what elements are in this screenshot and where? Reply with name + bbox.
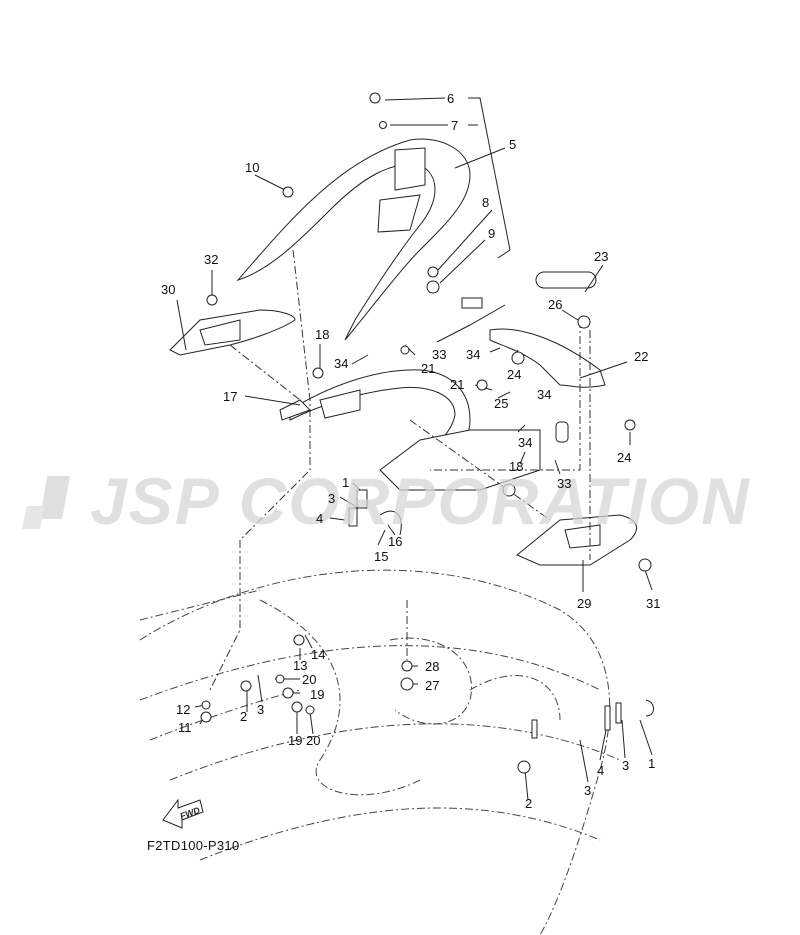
callout-32: 32 xyxy=(204,252,219,267)
callout-7: 7 xyxy=(451,118,459,133)
callout-28: 28 xyxy=(425,659,440,674)
fwd-arrow-icon xyxy=(162,798,204,829)
callout-33: 33 xyxy=(557,476,572,491)
callout-6: 6 xyxy=(447,91,455,106)
callout-22: 22 xyxy=(634,349,649,364)
callout-3: 3 xyxy=(584,783,592,798)
callout-16: 16 xyxy=(388,534,403,549)
callout-20: 20 xyxy=(306,733,321,748)
callout-33: 33 xyxy=(432,347,447,362)
callout-21: 21 xyxy=(421,361,436,376)
jsp-logo-icon xyxy=(22,476,70,529)
watermark: JSP CORPORATION xyxy=(90,464,751,538)
callout-13: 13 xyxy=(293,658,308,673)
callout-1: 1 xyxy=(342,475,350,490)
callout-14: 14 xyxy=(311,647,326,662)
part-22-right-cover xyxy=(489,328,606,388)
callout-4: 4 xyxy=(597,763,605,778)
callout-11: 11 xyxy=(178,720,192,735)
callout-34: 34 xyxy=(466,347,481,362)
callout-1: 1 xyxy=(648,756,656,771)
callout-23: 23 xyxy=(594,249,609,264)
callout-3: 3 xyxy=(622,758,630,773)
callout-2: 2 xyxy=(525,796,533,811)
leader-lines xyxy=(209,249,591,691)
drawing-code: F2TD100-P310 xyxy=(147,838,240,853)
callout-19: 19 xyxy=(310,687,325,702)
callout-31: 31 xyxy=(646,596,661,611)
part-29-rear-cover xyxy=(516,514,638,566)
part-23-handle xyxy=(535,271,597,289)
callout-30: 30 xyxy=(161,282,176,297)
callout-18: 18 xyxy=(315,327,330,342)
callout-15: 15 xyxy=(374,549,389,564)
callout-3: 3 xyxy=(257,702,265,717)
callout-5: 5 xyxy=(509,137,517,152)
callout-20: 20 xyxy=(302,672,317,687)
callout-34: 34 xyxy=(518,435,533,450)
callout-21: 21 xyxy=(450,377,465,392)
callout-34: 34 xyxy=(537,387,552,402)
hull-outline xyxy=(139,569,621,935)
callout-25: 25 xyxy=(494,396,509,411)
inner-cover xyxy=(379,429,541,491)
callout-26: 26 xyxy=(548,297,563,312)
callout-19: 19 xyxy=(288,733,303,748)
callout-27: 27 xyxy=(425,678,440,693)
callout-8: 8 xyxy=(482,195,490,210)
callout-4: 4 xyxy=(316,511,324,526)
callout-2: 2 xyxy=(240,709,248,724)
callout-29: 29 xyxy=(577,596,592,611)
part-5-seat-cover xyxy=(236,138,471,341)
part-30-panel xyxy=(169,309,296,356)
callout-17: 17 xyxy=(223,389,238,404)
fasteners xyxy=(200,92,654,774)
callout-9: 9 xyxy=(488,226,496,241)
callout-24: 24 xyxy=(507,367,522,382)
callout-10: 10 xyxy=(245,160,260,175)
callout-34: 34 xyxy=(334,356,349,371)
callout-12: 12 xyxy=(176,702,191,717)
callout-18: 18 xyxy=(509,459,524,474)
callout-3: 3 xyxy=(328,491,336,506)
callout-24: 24 xyxy=(617,450,632,465)
